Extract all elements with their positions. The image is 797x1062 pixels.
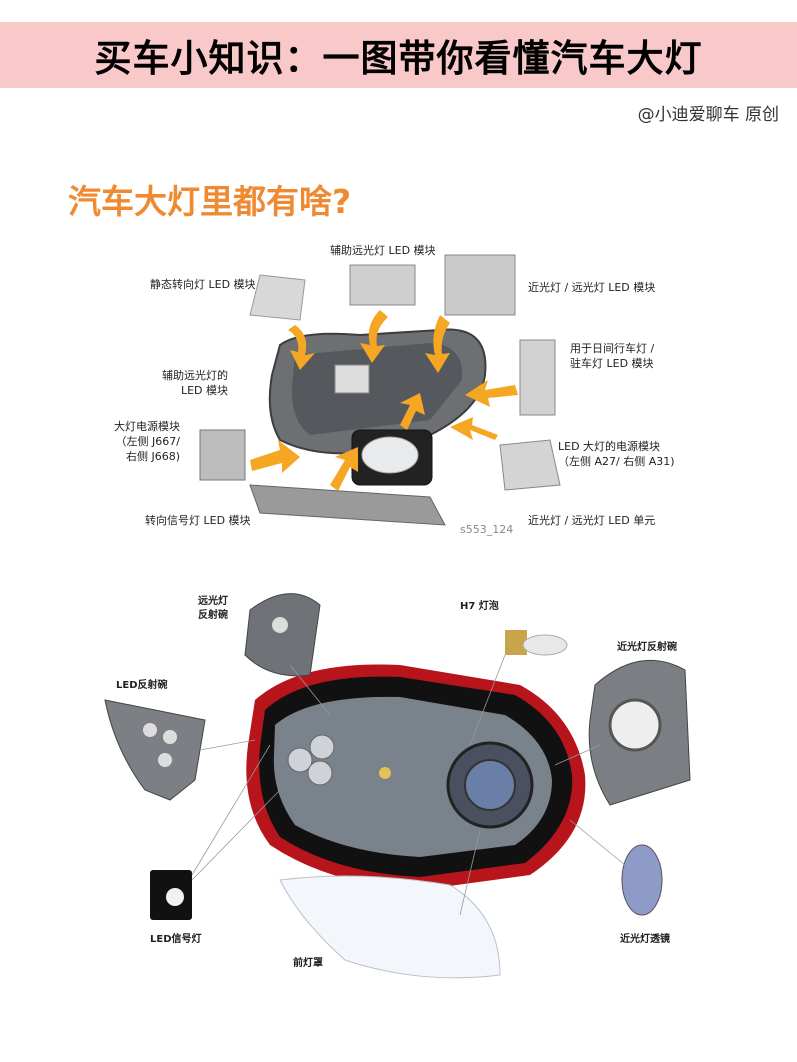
low-beam-lens-part: [621, 844, 663, 916]
drl-module-part: [519, 339, 556, 416]
page-title: 买车小知识：一图带你看懂汽车大灯: [94, 37, 703, 80]
led-headlight-exploded-diagram: 辅助远光灯 LED 模块 静态转向灯 LED 模块 近光灯 / 远光灯 LED …: [100, 235, 700, 545]
led-reflector-part: [104, 699, 206, 801]
label-led-reflector: LED反射碗: [116, 680, 168, 691]
label-led-power-module: LED 大灯的电源模块 （左侧 A27/ 右侧 A31): [558, 440, 675, 468]
label-low-high-unit: 近光灯 / 远光灯 LED 单元: [528, 514, 656, 527]
led-headlight-illustration: [199, 254, 561, 526]
label-front-cover: 前灯罩: [293, 958, 323, 969]
label-h7-bulb: H7 灯泡: [460, 601, 499, 612]
turn-signal-strip-part: [249, 484, 446, 526]
low-high-module-part: [444, 254, 516, 316]
label-low-high-module: 近光灯 / 远光灯 LED 模块: [528, 281, 656, 294]
section-heading: 汽车大灯里都有啥?: [68, 182, 352, 221]
front-cover-part: [279, 875, 501, 979]
halogen-headlight-illustration: [104, 593, 691, 979]
title-banner: 买车小知识：一图带你看懂汽车大灯: [0, 22, 797, 88]
low-high-lens: [361, 436, 419, 474]
halogen-headlight-exploded-diagram: 远光灯 反射碗 H7 灯泡 近光灯反射碗 LED反射碗 LED信号灯 前灯罩 近…: [0, 575, 797, 995]
assembly-arrows: [250, 310, 518, 491]
label-static-turn-module: 静态转向灯 LED 模块: [150, 278, 256, 291]
author-credit: @小迪爱聊车 原创: [637, 105, 779, 125]
label-aux-high-beam-module: 辅助远光灯 LED 模块: [330, 244, 436, 257]
label-low-beam-lens: 近光灯透镜: [620, 934, 670, 945]
led-power-module-part: [499, 439, 561, 491]
h7-bulb-part: [505, 630, 568, 656]
aux-high-module-part: [349, 264, 416, 306]
label-power-module: 大灯电源模块 （左侧 J667/ 右侧 J668): [114, 420, 180, 463]
label-turn-signal-module: 转向信号灯 LED 模块: [145, 514, 251, 527]
label-led-signal: LED信号灯: [150, 934, 202, 945]
leader-lines: [191, 654, 626, 916]
static-turn-module-part: [249, 274, 306, 321]
high-beam-reflector-part: [244, 593, 321, 677]
label-aux-high-led: 辅助远光灯的 LED 模块: [162, 369, 228, 397]
aux-high-led-part: [334, 364, 370, 394]
power-module-part: [199, 429, 246, 481]
label-drl-module: 用于日间行车灯 / 驻车灯 LED 模块: [570, 342, 655, 370]
label-low-beam-reflector: 近光灯反射碗: [617, 642, 677, 653]
figure-code: s553_124: [460, 523, 514, 536]
label-high-beam-reflector: 远光灯 反射碗: [198, 596, 228, 621]
